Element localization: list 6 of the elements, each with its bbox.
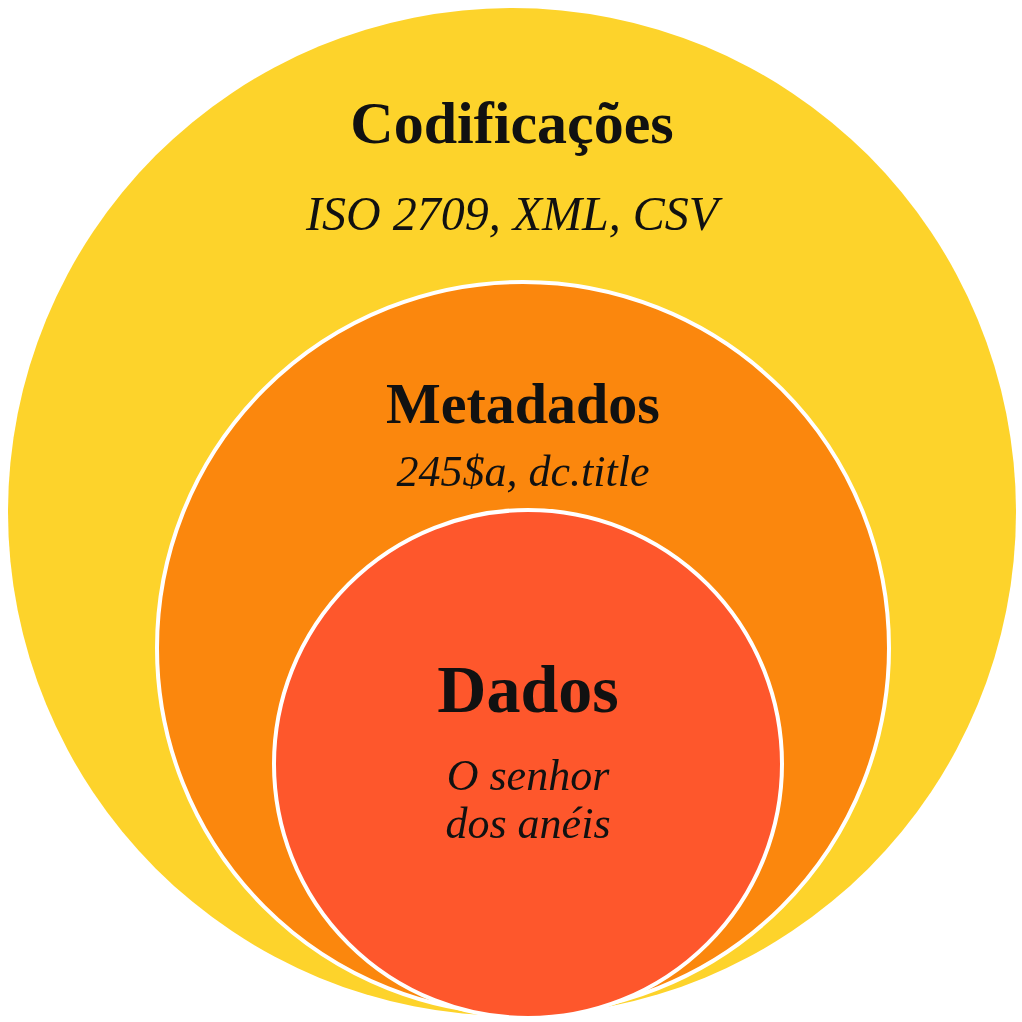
circle-heading: Metadados — [386, 372, 660, 436]
circle-heading: Codificações — [350, 90, 674, 156]
circle-examples: O senhor dos anéis — [444, 752, 612, 849]
circle-heading: Dados — [437, 652, 619, 727]
circle-examples: ISO 2709, XML, CSV — [162, 188, 862, 241]
circle-examples: 245$a, dc.title — [395, 448, 651, 497]
